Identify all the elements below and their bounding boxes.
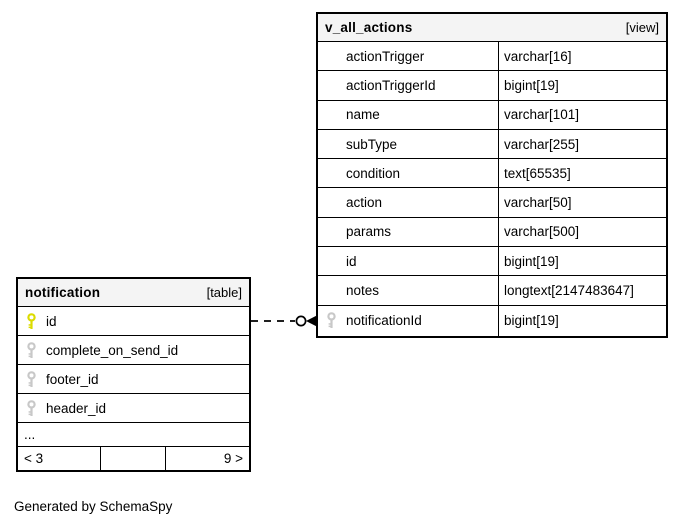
column-type: varchar[16] <box>504 48 572 64</box>
column-name: params <box>346 224 392 240</box>
column-type: varchar[255] <box>504 136 580 152</box>
column-name: condition <box>346 165 401 181</box>
entity-title[interactable]: notification <box>25 285 101 300</box>
column-name: id <box>346 253 357 269</box>
column-row: id <box>18 307 249 336</box>
entity-header: notification [table] <box>18 279 249 307</box>
column-name: name <box>346 107 380 123</box>
column-row: subType varchar[255] <box>318 129 666 160</box>
entity-title[interactable]: v_all_actions <box>325 20 413 35</box>
column-name: notificationId <box>346 313 422 329</box>
column-type: bigint[19] <box>504 253 559 269</box>
pager-mid <box>101 447 166 470</box>
column-name: footer_id <box>46 371 99 387</box>
entity-header: v_all_actions [view] <box>318 14 666 42</box>
column-name: header_id <box>46 400 107 416</box>
pager-next: 9 > <box>223 451 243 466</box>
entity-type-badge: [table] <box>206 285 242 300</box>
relationship-connector <box>251 315 317 327</box>
column-row: actionTrigger varchar[16] <box>318 42 666 72</box>
entity-notification[interactable]: notification [table] id <box>16 277 251 472</box>
column-type: longtext[2147483647] <box>504 283 634 299</box>
entity-v-all-actions[interactable]: v_all_actions [view] actionTrigger varch… <box>316 12 668 338</box>
column-name: action <box>346 195 383 211</box>
relationship-pager: < 3 9 > <box>18 447 249 470</box>
primary-key-icon <box>26 312 37 330</box>
column-type: varchar[101] <box>504 107 580 123</box>
column-type: text[65535] <box>504 165 571 181</box>
column-row: id bigint[19] <box>318 247 666 277</box>
column-row: notificationId bigint[19] <box>318 305 666 336</box>
column-row: action varchar[50] <box>318 188 666 218</box>
foreign-key-icon <box>26 399 37 417</box>
foreign-key-icon <box>26 341 37 359</box>
column-name: notes <box>346 283 380 299</box>
column-row: notes longtext[2147483647] <box>318 276 666 306</box>
column-name: id <box>46 313 57 329</box>
column-row: footer_id <box>18 365 249 394</box>
column-row: condition text[65535] <box>318 159 666 189</box>
column-row: header_id <box>18 394 249 423</box>
column-type: varchar[500] <box>504 224 580 240</box>
foreign-key-icon <box>326 312 337 329</box>
entity-type-badge: [view] <box>625 20 659 35</box>
foreign-key-icon <box>26 370 37 388</box>
column-type: varchar[50] <box>504 195 572 211</box>
column-type: bigint[19] <box>504 77 559 93</box>
pager-prev: < 3 <box>18 447 101 470</box>
generator-caption: Generated by SchemaSpy <box>14 499 173 514</box>
column-name: actionTriggerId <box>346 77 436 93</box>
column-row: complete_on_send_id <box>18 336 249 365</box>
column-row: name varchar[101] <box>318 100 666 130</box>
column-row: params varchar[500] <box>318 217 666 248</box>
column-name: actionTrigger <box>346 48 425 64</box>
column-type: bigint[19] <box>504 313 559 329</box>
hidden-columns-ellipsis: ... <box>18 423 249 447</box>
column-name: subType <box>346 136 398 152</box>
column-row: actionTriggerId bigint[19] <box>318 71 666 101</box>
column-name: complete_on_send_id <box>46 342 179 358</box>
